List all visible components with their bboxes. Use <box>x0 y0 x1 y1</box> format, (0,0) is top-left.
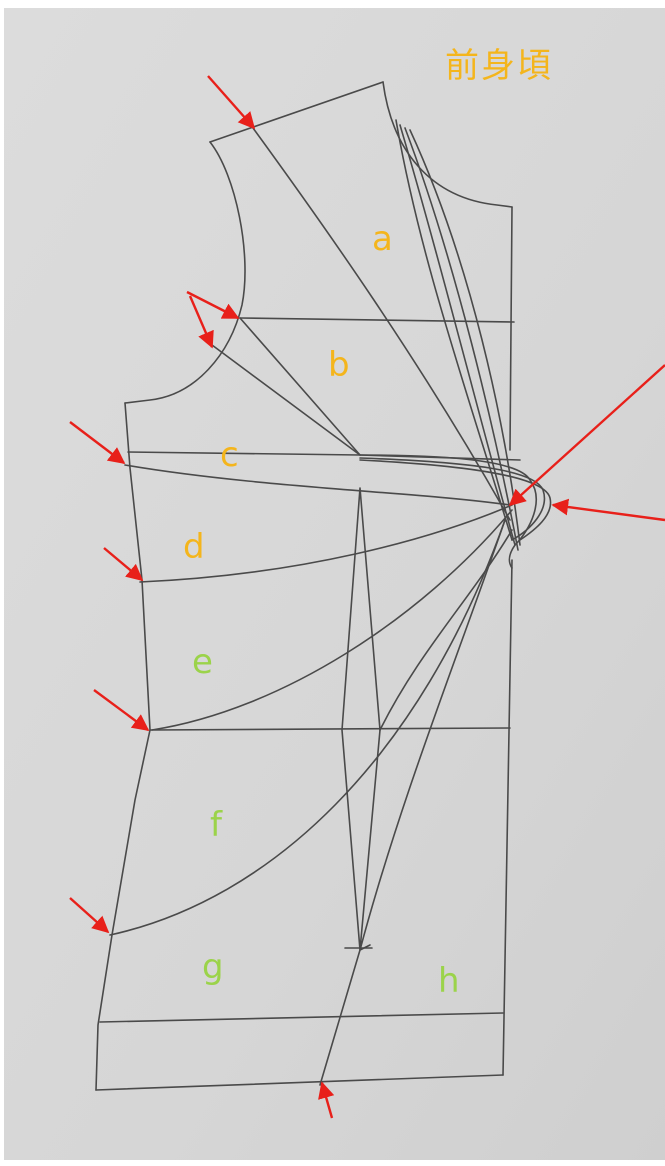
armhole-curve <box>124 141 246 404</box>
red-arrows <box>69 75 665 1119</box>
bust-curve <box>359 454 537 569</box>
hem-line <box>95 1074 504 1091</box>
pattern-title: 前身頃 <box>445 46 553 86</box>
piece-label-a: a <box>372 219 393 259</box>
piece-label-d: d <box>183 527 205 567</box>
arrow-bust-outer <box>551 498 665 522</box>
piece-label-g: g <box>202 947 224 987</box>
arrow-hem <box>318 1081 335 1119</box>
waist-line <box>149 727 511 731</box>
paper-sheet <box>4 8 665 1160</box>
arrow-side-d <box>103 547 144 582</box>
neckline-curve <box>382 81 513 208</box>
piece-label-f: f <box>210 805 222 845</box>
piece-label-c: c <box>220 435 239 475</box>
piece-label-e: e <box>192 642 213 682</box>
arrow-side-c <box>69 421 126 465</box>
arrow-armhole-2 <box>188 295 214 349</box>
arrow-side-f <box>69 897 110 934</box>
hip-line <box>99 1012 504 1023</box>
side-seam <box>95 402 151 1091</box>
center-front-line <box>502 206 513 1076</box>
arrow-bust-inner <box>508 364 665 507</box>
arrow-side-e <box>93 689 150 731</box>
piece-label-b: b <box>328 345 350 385</box>
arrow-shoulder <box>207 75 256 130</box>
arrow-armhole-1 <box>186 290 240 320</box>
pattern-lines <box>95 81 552 1091</box>
chest-line <box>239 317 515 323</box>
piece-label-h: h <box>438 961 460 1001</box>
shoulder-line <box>209 81 384 143</box>
